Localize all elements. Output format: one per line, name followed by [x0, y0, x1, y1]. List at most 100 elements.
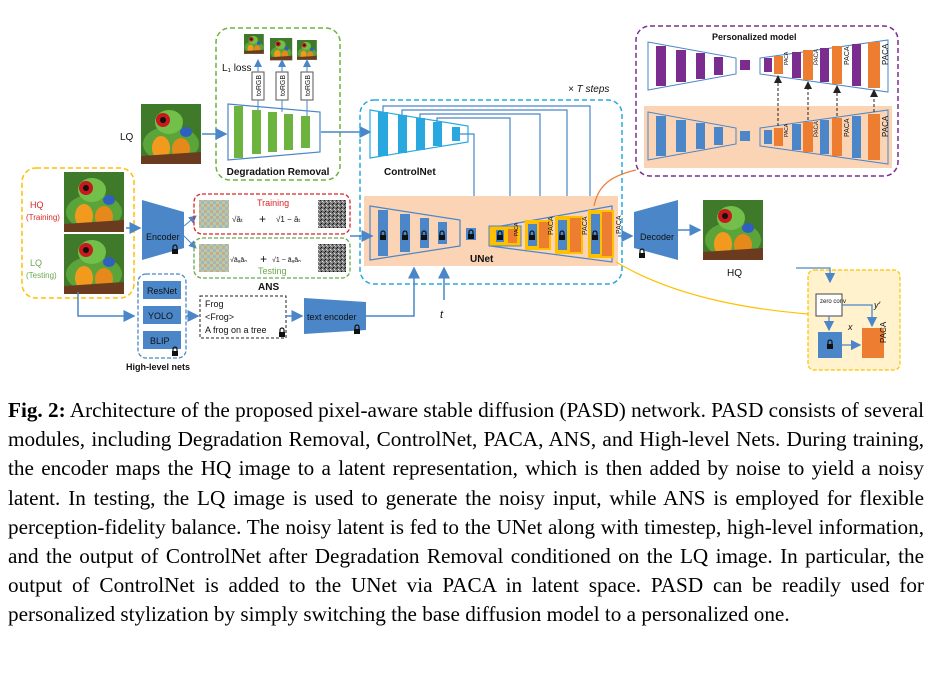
- degradation-trapezoid: [227, 103, 321, 161]
- training-plus: +: [259, 212, 266, 226]
- paca-label-u4: PACA: [616, 215, 623, 234]
- yolo-block: [143, 306, 181, 324]
- diffusion-steps-box: [359, 99, 623, 285]
- prompt-line-3: A frog on a tree: [205, 325, 267, 335]
- personalized-model-box: [635, 25, 899, 177]
- decoder-label: Decoder: [640, 232, 674, 242]
- caption-text: Architecture of the proposed pixel-aware…: [8, 398, 925, 627]
- caption-label: Fig. 2:: [8, 398, 66, 422]
- resnet-label: ResNet: [147, 286, 178, 296]
- base-decoder-trapezoid: [759, 109, 889, 165]
- training-noise-image: [318, 200, 346, 228]
- personalized-paca-labels: PACA PACA PACA PACA: [784, 43, 890, 65]
- unet-label: UNet: [470, 254, 494, 265]
- testing-formula-a: √āₐāₙ: [230, 256, 247, 264]
- degradation-removal-label: Degradation Removal: [227, 167, 330, 178]
- x-label: x: [847, 322, 853, 332]
- text-encoder-label: text encoder: [307, 312, 357, 322]
- base-paca-blocks: [774, 114, 880, 160]
- prompt-line-1: Frog: [205, 299, 224, 309]
- testing-plus: +: [260, 252, 267, 266]
- torgb-label-1: toRGB: [256, 75, 263, 96]
- base-paca-labels: PACA PACA PACA PACA: [784, 115, 890, 137]
- base-blue-blocks: [656, 116, 861, 158]
- paca-label-p3: PACA: [844, 46, 851, 65]
- personalized-swap-arrows: [774, 75, 878, 126]
- frog-image-small-2: [270, 38, 293, 61]
- blip-block: [143, 331, 181, 349]
- zeroconv-to-paca-arrow: [842, 304, 878, 328]
- zero-conv-label: zero conv: [820, 299, 846, 305]
- paca-label-b2: PACA: [814, 121, 820, 137]
- encoder-label: Encoder: [146, 232, 180, 242]
- timestep-label: t: [440, 309, 444, 321]
- ans-label: ANS: [258, 282, 279, 293]
- frog-image-small-3: [297, 40, 317, 60]
- l1-loss-label: L₁ loss: [222, 63, 252, 74]
- paca-label-u1: PACA: [514, 222, 520, 236]
- unet-to-paca-detail-link: [615, 261, 809, 315]
- controlnet-feature-arrow: [796, 267, 836, 284]
- hq-training-label: HQ: [30, 200, 44, 210]
- pasd-architecture-diagram: L₁ loss toRGB toRGB toRGB Degradation Re…: [21, 25, 901, 372]
- lq-testing-frog-image: [64, 234, 124, 294]
- controlnet-trapezoid: [369, 109, 469, 159]
- controlnet-blocks: [378, 112, 460, 156]
- base-encoder-trapezoid: [647, 111, 737, 161]
- text-encoder-block: [304, 298, 366, 334]
- decoder-block: [634, 200, 678, 260]
- decoder-lock-icon: [638, 248, 646, 259]
- testing-formula-b: √1 − āₐāₙ: [272, 256, 301, 264]
- degradation-green-bars: [234, 100, 310, 158]
- lq-frog-image: [141, 104, 201, 164]
- training-latent-image: [199, 200, 229, 228]
- figure-caption: Fig. 2: Architecture of the proposed pix…: [8, 396, 924, 630]
- ans-training-box: [193, 193, 351, 235]
- y-prime-label: y′: [873, 300, 881, 310]
- personalized-encoder-trapezoid: [647, 41, 737, 91]
- personalized-decoder-trapezoid: [759, 39, 889, 93]
- steps-label: × T steps: [568, 84, 609, 95]
- personalized-purple-blocks: [656, 44, 861, 86]
- controlnet-label: ControlNet: [384, 167, 436, 178]
- training-label: Training: [257, 198, 289, 208]
- hq-frog-image: [64, 172, 124, 232]
- personalized-paca-blocks: [774, 42, 880, 88]
- prompt-box: [199, 295, 287, 339]
- yolo-label: YOLO: [148, 311, 173, 321]
- frog-image-small-1: [244, 34, 264, 54]
- testing-latent-image: [199, 244, 229, 272]
- lq-testing-label: LQ: [30, 258, 42, 268]
- hq-output-frog-image: [703, 200, 763, 260]
- textencoder-to-unet-arrow: [366, 266, 420, 317]
- testing-noise-image: [318, 244, 346, 272]
- ans-testing-box: [193, 237, 351, 279]
- degradation-removal-box: [215, 27, 341, 181]
- training-paren-label: (Training): [26, 213, 60, 222]
- hq-output-label: HQ: [727, 268, 742, 279]
- encoder-to-testing-arrow: [183, 235, 197, 249]
- zero-conv-block: [815, 293, 843, 317]
- paca-label-p4: PACA: [881, 43, 890, 65]
- training-formula-a: √āₜ: [232, 215, 243, 224]
- prompt-line-2: <Frog>: [205, 312, 234, 322]
- torgb-label-2: toRGB: [280, 75, 287, 96]
- blip-label: BLIP: [150, 336, 170, 346]
- paca-label-b3: PACA: [844, 118, 851, 137]
- unet-encoder-trapezoid: [369, 205, 461, 261]
- paca-detail-label: PACA: [879, 321, 888, 343]
- paca-label-u2: PACA: [548, 216, 555, 235]
- paca-label-b4: PACA: [881, 115, 890, 137]
- input-to-highlevel-arrow: [77, 292, 136, 322]
- lq-label: LQ: [120, 132, 134, 143]
- torgb-blocks: toRGB toRGB toRGB: [251, 59, 314, 101]
- testing-paren-label: (Testing): [26, 271, 57, 280]
- controlnet-to-unet-connections: [382, 105, 595, 228]
- testing-label: Testing: [258, 266, 287, 276]
- paca-detail-block: [862, 328, 884, 358]
- paca-label-p1: PACA: [784, 51, 790, 65]
- paca-label-u3: PACA: [582, 216, 589, 235]
- paca-label-p2: PACA: [814, 49, 820, 65]
- highlevel-nets-label: High-level nets: [126, 362, 190, 372]
- paca-label-b1: PACA: [784, 123, 790, 137]
